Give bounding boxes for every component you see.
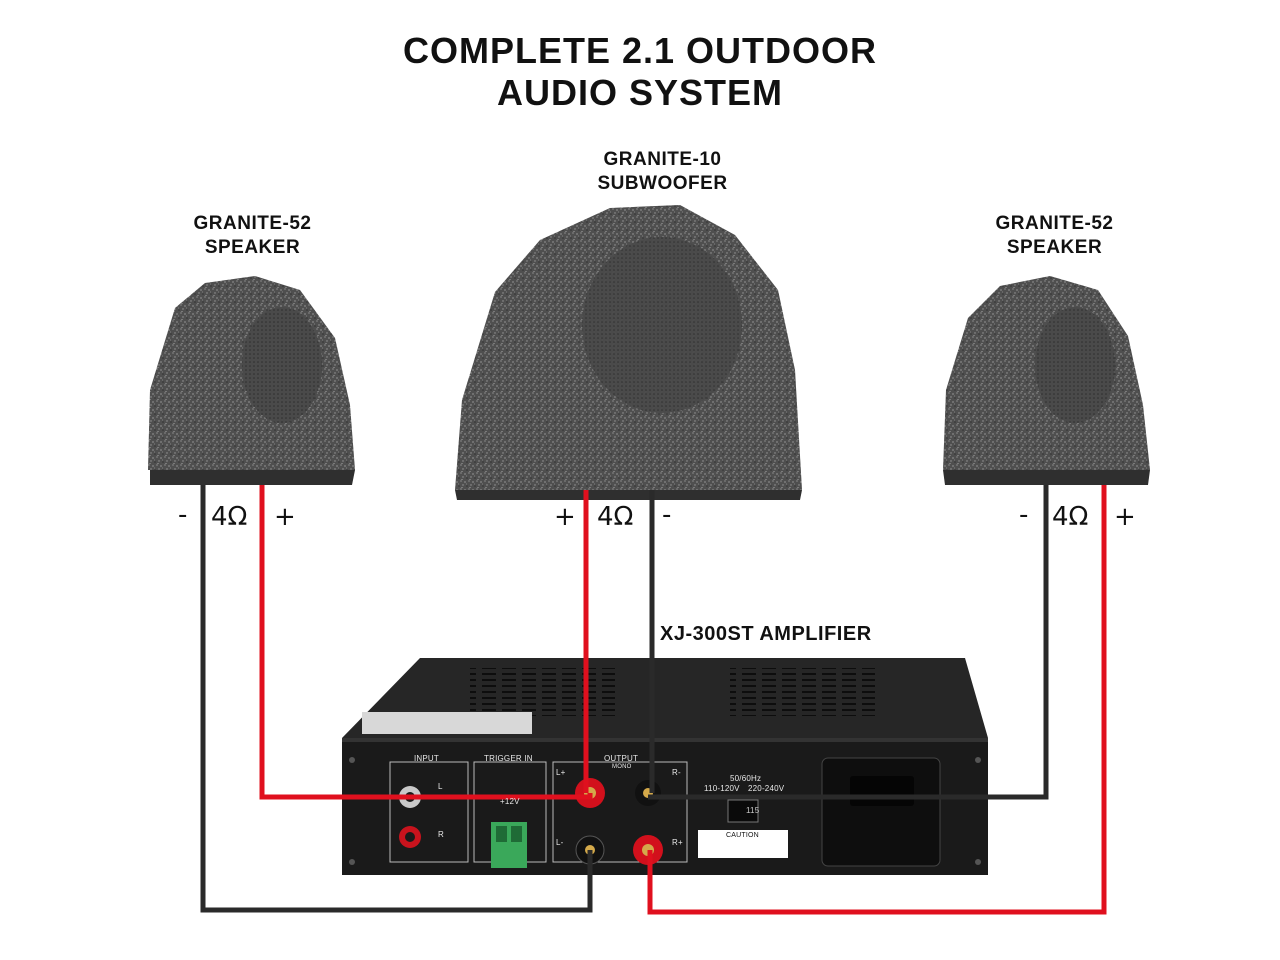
subwoofer-grille xyxy=(582,237,742,413)
panel-rplus-label: R+ xyxy=(672,838,683,847)
voltage-switch xyxy=(727,799,759,823)
left-speaker-label: GRANITE-52 SPEAKER xyxy=(150,212,355,260)
panel-110v-label: 110-120V xyxy=(704,784,740,793)
power-inlet xyxy=(821,757,941,867)
left-speaker-impedance: 4Ω xyxy=(211,502,248,532)
panel-switch-label: 115 xyxy=(746,806,760,815)
panel-rminus-label: R- xyxy=(672,768,681,777)
title-line-1: COMPLETE 2.1 OUTDOOR xyxy=(402,30,878,71)
right-speaker-positive-label: + xyxy=(1114,502,1136,532)
subwoofer-model: GRANITE-10 xyxy=(603,149,722,170)
wire-left-speaker-positive xyxy=(259,485,593,800)
rca-input-right xyxy=(399,826,421,848)
right-speaker-type: SPEAKER xyxy=(1006,237,1103,258)
panel-input-label: INPUT xyxy=(414,754,439,763)
subwoofer-impedance: 4Ω xyxy=(597,502,634,532)
panel-output-label: OUTPUT xyxy=(604,754,639,763)
panel-12v-label: +12V xyxy=(500,797,520,806)
wire-left-speaker-negative xyxy=(200,485,593,913)
caution-label xyxy=(698,830,788,858)
panel-lplus-label: L+ xyxy=(556,768,566,777)
amplifier-sticker xyxy=(362,712,532,734)
subwoofer-rock xyxy=(455,205,802,500)
right-speaker-label: GRANITE-52 SPEAKER xyxy=(952,212,1157,260)
panel-caution-label: CAUTION xyxy=(726,832,759,839)
panel-220v-label: 220-240V xyxy=(748,784,785,793)
left-speaker-model: GRANITE-52 xyxy=(193,213,312,234)
title-line-2: AUDIO SYSTEM xyxy=(496,72,784,113)
right-speaker-negative-label: - xyxy=(1019,500,1029,530)
left-speaker-type: SPEAKER xyxy=(204,237,301,258)
amplifier-unit xyxy=(342,658,988,875)
panel-trigger-label: TRIGGER IN xyxy=(484,754,533,763)
left-speaker-negative-label: - xyxy=(178,500,188,530)
right-speaker-grille xyxy=(1035,307,1115,423)
right-speaker-model: GRANITE-52 xyxy=(995,213,1114,234)
panel-l-label: L xyxy=(438,782,443,791)
subwoofer-positive-label: + xyxy=(554,502,576,532)
panel-lminus-label: L- xyxy=(556,838,564,847)
right-speaker-impedance: 4Ω xyxy=(1052,502,1089,532)
left-speaker-positive-label: + xyxy=(274,502,296,532)
amplifier-label: XJ-300ST AMPLIFIER xyxy=(660,623,872,645)
right-speaker-rock xyxy=(943,276,1150,485)
wire-right-speaker-negative xyxy=(648,485,1049,800)
terminal-r-minus xyxy=(635,780,661,806)
subwoofer-label: GRANITE-10 SUBWOOFER xyxy=(560,148,765,196)
panel-hz-label: 50/60Hz xyxy=(730,774,762,783)
panel-mono-label: MONO xyxy=(612,764,632,770)
subwoofer-negative-label: - xyxy=(662,500,672,530)
subwoofer-type: SUBWOOFER xyxy=(597,173,728,194)
left-speaker-rock xyxy=(148,276,355,485)
diagram-title: COMPLETE 2.1 OUTDOOR AUDIO SYSTEM xyxy=(0,30,1280,114)
left-speaker-grille xyxy=(242,307,322,423)
wire-right-speaker-positive xyxy=(647,485,1107,915)
panel-r-label: R xyxy=(438,830,444,839)
